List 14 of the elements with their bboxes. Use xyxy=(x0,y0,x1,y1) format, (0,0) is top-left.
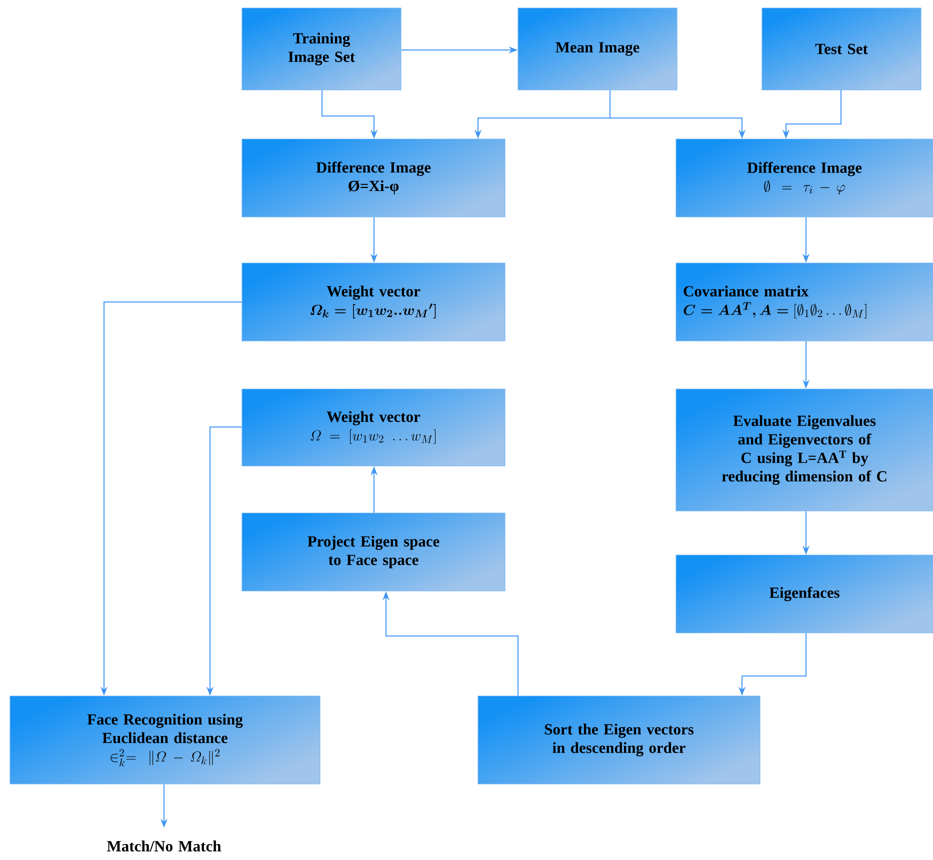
process-box: Training Image Set xyxy=(242,8,402,90)
process-box: Sort the Eigen vectors in descending order xyxy=(478,696,760,784)
process-box: Weight vector $\boldsymbol{\varOmega_k = [w_1 w_2 .. w_M{}']}$ xyxy=(242,262,506,342)
process-box: Covariance matrix $\boldsymbol{C = AA^T, A =} [\emptyset_1\emptyset_2 \dots \emptyset_M]$ xyxy=(676,262,933,342)
process-box: Project Eigen space to Face space xyxy=(242,512,506,592)
process-box: Difference Image Ø=Xi-φ xyxy=(242,138,506,218)
process-box: Test Set xyxy=(762,8,922,90)
process-box: Face Recognition using Euclidean distance $\in_k^2 = \|\varOmega - \varOmega_k\|^2$ xyxy=(10,696,320,784)
process-box: Difference Image $\emptyset = \tau_i - \varphi$ xyxy=(676,138,933,218)
process-box: Mean Image xyxy=(518,8,678,90)
result-text: Match/No Match xyxy=(107,840,222,852)
process-box: Weight vector $\varOmega = [w_1 w_2\ \dots w_M]$ xyxy=(242,388,506,466)
process-box: Evaluate Eigenvalues and Eigenvectors of C using L=AA$^{T}$ by reducing dimension of C xyxy=(676,388,933,512)
process-box: Eigenfaces xyxy=(676,554,933,634)
